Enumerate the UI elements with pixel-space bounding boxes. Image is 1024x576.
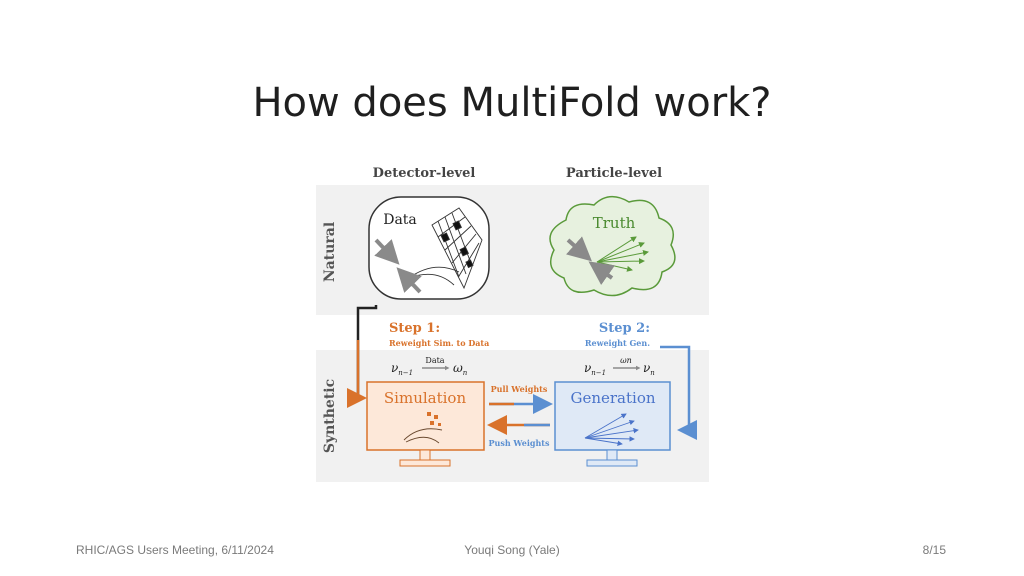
simulation-shower-icon <box>403 412 443 444</box>
multifold-diagram: Detector-level Particle-level Natural Sy… <box>314 160 711 482</box>
gray-arrow-out-truth <box>588 261 615 286</box>
step2-eq-left: νn−1 <box>584 361 606 377</box>
step1-subtitle: Reweight Sim. to Data <box>389 338 489 348</box>
gray-arrow-in-truth <box>566 236 592 262</box>
row-synthetic-label: Synthetic <box>322 379 338 453</box>
step1-eq-over: Data <box>425 356 444 365</box>
detector-grid-icon <box>408 207 483 290</box>
generation-label: Generation <box>570 389 655 407</box>
truth-cloud <box>549 196 676 297</box>
footer-meeting: RHIC/AGS Users Meeting, 6/11/2024 <box>76 543 274 557</box>
col-detector-label: Detector-level <box>373 166 476 181</box>
data-label: Data <box>383 212 417 228</box>
simulation-label: Simulation <box>384 389 467 407</box>
truth-label: Truth <box>593 214 636 232</box>
footer-author: Youqi Song (Yale) <box>464 543 560 557</box>
step1-title: Step 1: <box>389 321 440 336</box>
step1-eq-left: νn−1 <box>391 361 413 377</box>
push-weights-label: Push Weights <box>488 438 550 448</box>
step2-loop-arrow <box>660 345 697 440</box>
step1-eq-right: ωn <box>453 361 468 377</box>
footer-page-number: 8/15 <box>922 543 946 557</box>
gray-arrow-out-data <box>396 267 422 294</box>
gray-arrow-in-data <box>374 238 400 265</box>
step2-eq-over: ωn <box>620 356 632 365</box>
generation-jet-icon <box>584 413 639 446</box>
step2-title: Step 2: <box>599 321 650 336</box>
pull-weights-label: Pull Weights <box>491 384 548 394</box>
col-particle-label: Particle-level <box>566 166 662 181</box>
row-natural-label: Natural <box>322 222 338 282</box>
slide-title: How does MultiFold work? <box>252 80 772 126</box>
step2-subtitle: Reweight Gen. <box>585 338 650 348</box>
step2-eq-right: νn <box>643 361 655 377</box>
